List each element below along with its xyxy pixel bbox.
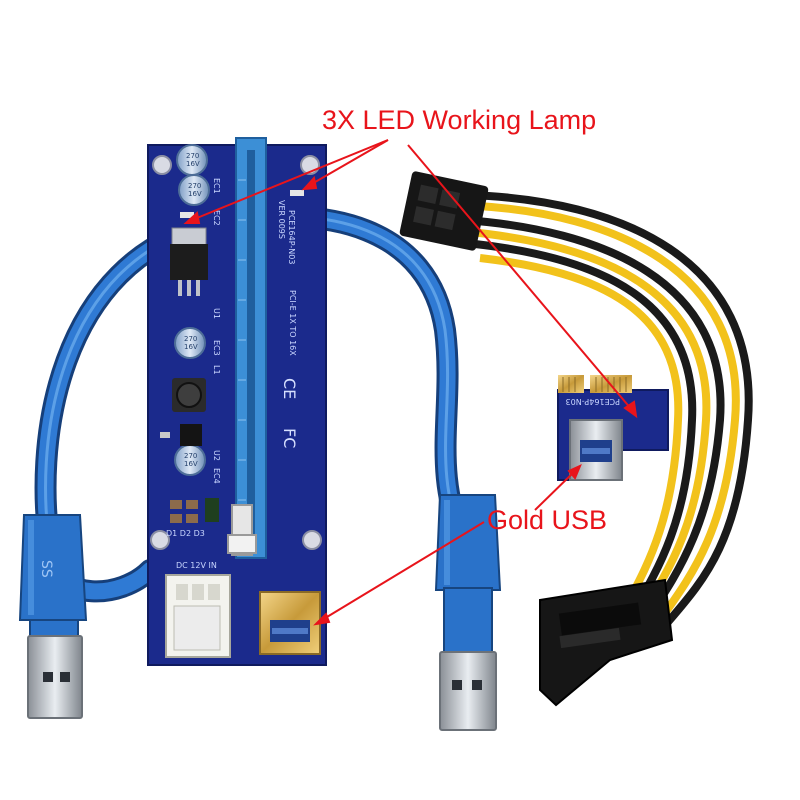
capacitor-ec2: 270 16V	[178, 174, 210, 206]
power-text: DC 12V IN	[176, 561, 217, 570]
sata-to-6pin-power-cable	[399, 171, 753, 707]
ec4-label: EC4	[212, 468, 221, 484]
l1-label: L1	[212, 365, 221, 375]
fc-mark: FC	[280, 428, 299, 448]
ec2-label: EC2	[212, 210, 221, 226]
voltage-regulator	[170, 227, 208, 296]
ce-mark: CE	[280, 378, 299, 399]
capacitor-ec1: 270 16V	[176, 144, 208, 176]
arrow-to-led1	[309, 139, 389, 186]
svg-text:270: 270	[186, 152, 199, 160]
svg-text:16V: 16V	[184, 343, 198, 351]
svg-text:270: 270	[184, 335, 197, 343]
small-x1-adapter: PCE164P-N03	[557, 375, 669, 481]
six-pin-pcie-connector	[399, 171, 489, 251]
capacitor-ec4: 270 16V	[174, 444, 206, 476]
led-working-lamp-label: 3X LED Working Lamp	[322, 105, 597, 135]
arrow-to-led2	[191, 139, 389, 221]
arrow-to-gold-usb-small	[534, 469, 577, 511]
arrow-to-gold-usb-board	[321, 521, 485, 621]
sata-power-connector	[539, 578, 674, 707]
annotation-arrows	[183, 139, 638, 626]
svg-text:16V: 16V	[186, 160, 200, 168]
gold-usb-label: Gold USB	[487, 505, 608, 535]
inductor	[172, 378, 206, 412]
svg-text:16V: 16V	[184, 460, 198, 468]
board-model-text: PCE164P-N03	[287, 210, 296, 264]
svg-text:16V: 16V	[188, 190, 202, 198]
d-labels: D1 D2 D3	[166, 529, 205, 538]
ec3-label: EC3	[212, 340, 221, 356]
usb-plug-left: SS	[18, 514, 88, 719]
molex-power-connector	[165, 574, 231, 658]
usb-plug-right	[434, 494, 502, 731]
board-pcie-text: PCI-E 1X TO 16X	[288, 290, 297, 356]
ec1-label: EC1	[212, 178, 221, 194]
board-version-text: VER 009S	[277, 200, 286, 239]
arrow-to-led3	[407, 144, 633, 411]
riser-board: 270 16V 270 16V 270 16V 270 16V	[147, 137, 327, 666]
svg-text:SS: SS	[38, 560, 54, 578]
u1-label: U1	[212, 308, 221, 319]
smd-components	[170, 498, 219, 523]
u2-label: U2	[212, 450, 221, 461]
svg-text:270: 270	[184, 452, 197, 460]
capacitor-ec3: 270 16V	[174, 327, 206, 359]
svg-text:270: 270	[188, 182, 201, 190]
gold-usb-port	[259, 591, 321, 655]
small-board-text: PCE164P-N03	[566, 397, 620, 406]
